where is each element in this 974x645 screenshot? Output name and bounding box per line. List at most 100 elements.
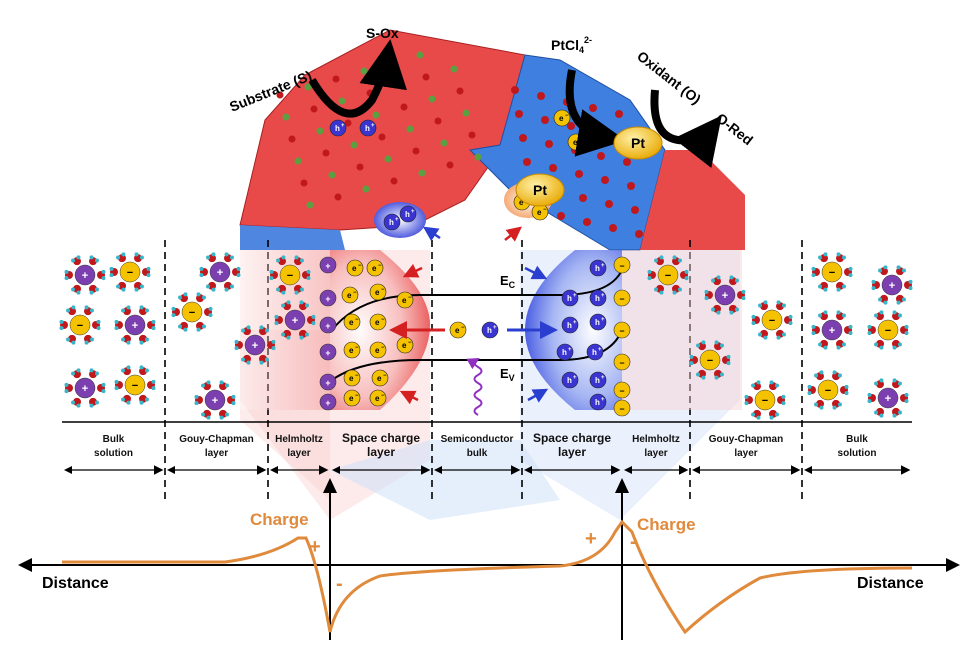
svg-text:e: e: [375, 288, 380, 297]
crystal-atom: [390, 177, 398, 185]
solvated-ion: −: [109, 252, 151, 292]
region-label: Helmholtz: [275, 434, 323, 445]
svg-text:h: h: [567, 294, 572, 303]
svg-text:+: +: [371, 123, 375, 129]
crystal-atom: [575, 170, 583, 178]
region-label: layer: [644, 448, 667, 459]
crystal-atom: [334, 193, 342, 201]
crystal-atom: [288, 135, 296, 143]
bound-cation: +: [319, 256, 337, 274]
bound-cation: +: [319, 316, 337, 334]
electron: e−: [369, 283, 387, 301]
svg-text:e: e: [537, 208, 542, 217]
ev-label: EV: [500, 366, 515, 383]
electron: e−: [366, 259, 384, 277]
crystal-atom: [344, 119, 352, 127]
charge-curve-right: [559, 519, 913, 635]
span-arrow-head: [692, 466, 700, 474]
span-arrow-head: [434, 466, 442, 474]
svg-text:h: h: [595, 376, 600, 385]
crystal-atom: [332, 75, 340, 83]
crystal-atom: [635, 230, 643, 238]
svg-text:+: +: [829, 325, 835, 337]
electron: e−: [369, 389, 387, 407]
region-label: layer: [287, 448, 310, 459]
pt-particle-lower: [515, 173, 565, 207]
charge-label-left: Charge: [250, 510, 309, 529]
svg-text:+: +: [325, 348, 330, 358]
charge-profile: Charge Charge + - + - Distance Distance: [18, 478, 960, 640]
svg-text:e: e: [377, 374, 382, 383]
region-label: layer: [558, 445, 586, 459]
crystal-atom: [372, 111, 380, 119]
svg-text:+: +: [325, 398, 330, 408]
svg-text:−: −: [543, 207, 547, 213]
crystal-atom: [515, 110, 523, 118]
svg-text:h: h: [389, 218, 394, 227]
electron: e−: [369, 341, 387, 359]
oxidant-label: Oxidant (O): [634, 48, 704, 108]
svg-text:h: h: [335, 124, 340, 133]
substrate-oxidation-arrow: [308, 39, 407, 118]
svg-text:e: e: [375, 318, 380, 327]
svg-text:−: −: [381, 317, 385, 323]
region-span-arrows: [64, 465, 911, 475]
crystal-atom: [282, 113, 290, 121]
o-red-label: O-Red: [713, 110, 756, 148]
solvated-ion: −: [744, 380, 786, 420]
solvated-ion: −: [689, 340, 731, 380]
distance-arrow-right: [946, 558, 960, 572]
svg-text:+: +: [573, 320, 577, 326]
crystal-atom: [627, 182, 635, 190]
svg-text:−: −: [829, 267, 835, 279]
svg-text:Pt: Pt: [533, 182, 547, 198]
svg-text:−: −: [355, 317, 359, 323]
electron: e−: [567, 133, 585, 151]
crystal-atom: [579, 194, 587, 202]
svg-text:e: e: [349, 374, 354, 383]
crystal-atom: [583, 218, 591, 226]
svg-text:e: e: [402, 296, 407, 305]
svg-text:+: +: [252, 340, 258, 352]
svg-text:−: −: [619, 404, 624, 414]
svg-text:−: −: [381, 287, 385, 293]
crystal-atom: [412, 147, 420, 155]
solvated-ion: +: [704, 275, 746, 315]
region-label: layer: [205, 448, 228, 459]
svg-text:h: h: [562, 348, 567, 357]
crystal-atom: [306, 201, 314, 209]
span-arrow-head: [270, 466, 278, 474]
electron: e−: [369, 313, 387, 331]
region-labels: BulksolutionGouy-ChapmanlayerHelmholtzla…: [94, 431, 876, 459]
crystal-atom: [294, 157, 302, 165]
solvated-ion: −: [867, 310, 909, 350]
crystal-atom: [519, 134, 527, 142]
electron: e−: [341, 286, 359, 304]
crystal-atom: [474, 153, 482, 161]
bound-cation: +: [319, 289, 337, 307]
solvated-ion: +: [194, 380, 236, 420]
bound-anion: −: [613, 381, 631, 399]
svg-text:h: h: [592, 348, 597, 357]
crystal-atom: [537, 92, 545, 100]
svg-text:−: −: [619, 294, 624, 304]
span-arrow-head: [624, 466, 632, 474]
oxidant-reduction-arrow: [650, 89, 722, 168]
svg-text:−: −: [77, 320, 83, 332]
hole: h+: [589, 393, 607, 411]
region-label: bulk: [467, 448, 488, 459]
span-arrow-head: [167, 466, 175, 474]
svg-text:+: +: [889, 280, 895, 292]
svg-text:−: −: [762, 395, 768, 407]
svg-text:h: h: [595, 318, 600, 327]
crystal-atom: [350, 141, 358, 149]
crystal-atom: [328, 171, 336, 179]
minus-sign-right: -: [630, 531, 637, 553]
svg-text:+: +: [601, 293, 605, 299]
crystal-atom: [304, 83, 312, 91]
svg-text:−: −: [127, 267, 133, 279]
crystal-atom: [541, 116, 549, 124]
svg-text:h: h: [405, 210, 410, 219]
crystal-atom: [434, 117, 442, 125]
